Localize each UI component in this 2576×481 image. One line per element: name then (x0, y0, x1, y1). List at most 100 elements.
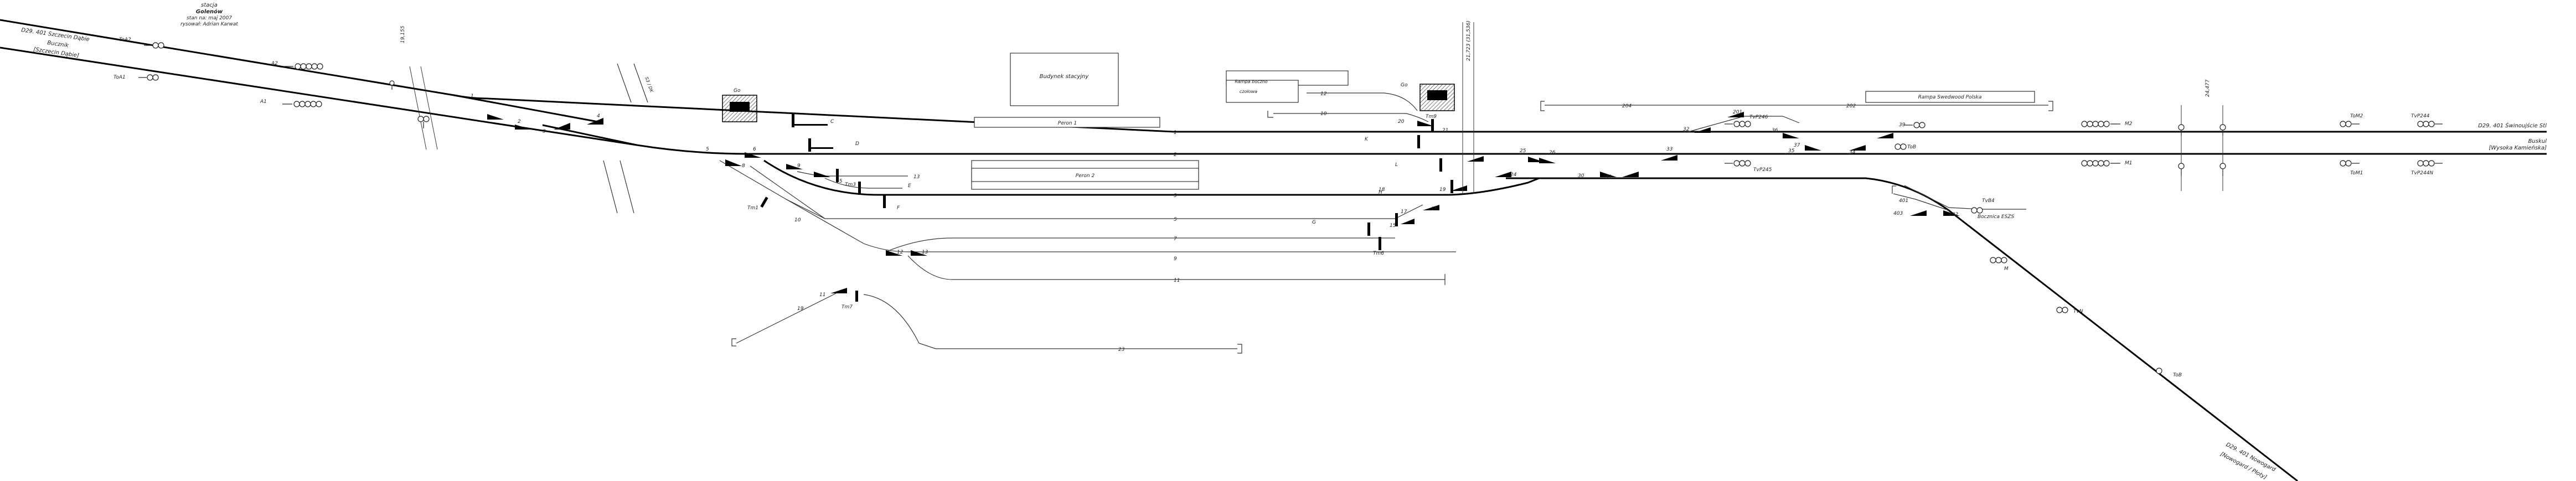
signal-TOM2[interactable] (2340, 121, 2360, 127)
platform-1-label: Peron 1 (1058, 121, 1077, 126)
switch-13[interactable] (911, 250, 927, 256)
signal-M2[interactable] (2081, 121, 2120, 127)
signal-km1[interactable] (389, 80, 430, 128)
shunt-signal-Tm3[interactable] (858, 182, 861, 195)
switch-number-18: 18 (1379, 187, 1385, 193)
track-number-12: 12 (1320, 91, 1327, 97)
station-label: stacja (201, 2, 218, 8)
signal-label-Tm1: Tm1 (747, 205, 758, 211)
signal-km3a[interactable] (2178, 124, 2185, 176)
switch-number-401: 401 (1899, 198, 1908, 204)
signal-A2[interactable] (283, 63, 323, 70)
shunt-signal-Tm1[interactable] (760, 196, 768, 208)
switch-15[interactable] (1401, 219, 1415, 224)
shunt-signal-C[interactable] (792, 114, 794, 127)
switch-5[interactable] (725, 159, 742, 166)
track-number-23-lead: 19 (797, 306, 804, 312)
switch-12[interactable] (886, 250, 902, 256)
shunt-signal-Tm7[interactable] (855, 291, 858, 302)
signal-TOA2[interactable] (144, 42, 164, 49)
switch-7[interactable] (786, 164, 803, 169)
shunt-signal-H[interactable] (1450, 180, 1453, 193)
shunt-signal-D[interactable] (808, 138, 811, 152)
signal-TOB[interactable] (1894, 143, 1907, 150)
track-204-stop (1540, 101, 1545, 111)
track-201 (1688, 116, 1800, 132)
switch-33[interactable] (1661, 155, 1677, 161)
signal-39[interactable] (1904, 122, 1925, 128)
switch-number-6: 6 (753, 147, 756, 152)
switch-26[interactable] (1539, 158, 1556, 163)
switch-31[interactable] (1622, 172, 1639, 177)
road-line-4 (620, 160, 634, 214)
switch-number-37: 37 (1794, 143, 1800, 148)
switch-36[interactable] (1783, 133, 1799, 138)
signal-M1[interactable] (2081, 160, 2120, 167)
shunt-signal-Tm6[interactable] (1379, 237, 1381, 250)
switch-22[interactable] (1467, 156, 1484, 162)
switch-number-403: 403 (1893, 211, 1903, 216)
switch-21[interactable] (1417, 121, 1434, 126)
switch-30[interactable] (1600, 172, 1617, 177)
switch-number-8: 8 (742, 163, 745, 169)
signal-label-L: L (1395, 162, 1398, 168)
switch-38[interactable] (1849, 145, 1866, 151)
switch-number-21: 21 (1442, 128, 1448, 133)
shunt-signal-K[interactable] (1417, 135, 1420, 148)
switch-16[interactable] (1423, 205, 1439, 210)
shunt-signal-E[interactable] (836, 169, 839, 182)
signal-A1[interactable] (282, 101, 322, 107)
signal-TVN[interactable] (1990, 257, 2007, 263)
signal-TOP244[interactable] (2417, 121, 2443, 127)
signal-label-Tm3: Tm3 (845, 182, 856, 188)
switch-4[interactable] (587, 118, 603, 125)
switch-201[interactable] (1727, 112, 1744, 117)
switch-number-24: 24 (1510, 172, 1517, 178)
signal-TOA1[interactable] (138, 74, 159, 81)
switch-2[interactable] (515, 125, 531, 130)
shunt-signal-L[interactable] (1439, 158, 1442, 172)
switch-6[interactable] (745, 152, 761, 158)
signal-TOB-se[interactable] (2156, 368, 2162, 374)
signal-TOP245[interactable] (1725, 160, 1751, 167)
signal-group (138, 42, 2443, 374)
switch-number-11: 11 (819, 292, 825, 298)
switch-1[interactable] (487, 114, 504, 120)
signal-km3b[interactable] (2219, 124, 2226, 176)
signal-label-TOP245: TvP245 (1753, 167, 1772, 173)
switch-number-35: 35 (1788, 148, 1795, 154)
switch-401[interactable] (1910, 210, 1927, 216)
switch-37[interactable] (1805, 145, 1821, 151)
signal-box-west-core (730, 102, 750, 112)
shunt-signal-21[interactable] (1431, 119, 1434, 132)
switch-3[interactable] (554, 123, 570, 130)
switch-39[interactable] (1877, 133, 1893, 138)
track-23-lead (736, 293, 837, 344)
shunt-signal-I[interactable] (1367, 223, 1370, 236)
ramp-swedwood-label: Rampa Swedwood Polska (1918, 95, 1982, 100)
signal-TVW[interactable] (2056, 307, 2068, 313)
shunt-signal-F[interactable] (883, 195, 886, 208)
track-number-202: 202 (1846, 104, 1856, 109)
track-number-2: 2 (1174, 152, 1177, 158)
signal-TOB4[interactable] (1971, 207, 1983, 214)
switch-32[interactable] (1694, 127, 1711, 133)
switch-24[interactable] (1495, 172, 1511, 177)
track-nowogard (1506, 177, 2298, 481)
switch-402[interactable] (1943, 210, 1960, 216)
km-marker-1: 19,155 (400, 25, 406, 43)
signal-TOP246[interactable] (1725, 121, 1751, 127)
signal-label-A2: A2 (271, 61, 278, 66)
track-3 (763, 159, 1540, 196)
signal-label-C: C (830, 119, 834, 125)
platform-1 (974, 117, 1160, 128)
signal-label-TOP246: TvP246 (1749, 115, 1768, 120)
switch-number-15: 15 (1390, 223, 1396, 229)
switch-8[interactable] (814, 172, 830, 177)
signal-TOM1[interactable] (2340, 160, 2360, 167)
ramp-side-label: Rampa boczno (1235, 79, 1267, 84)
signal-TOP244N[interactable] (2417, 160, 2443, 167)
switch-11[interactable] (830, 288, 847, 293)
shunt-signal-G[interactable] (1395, 213, 1398, 226)
